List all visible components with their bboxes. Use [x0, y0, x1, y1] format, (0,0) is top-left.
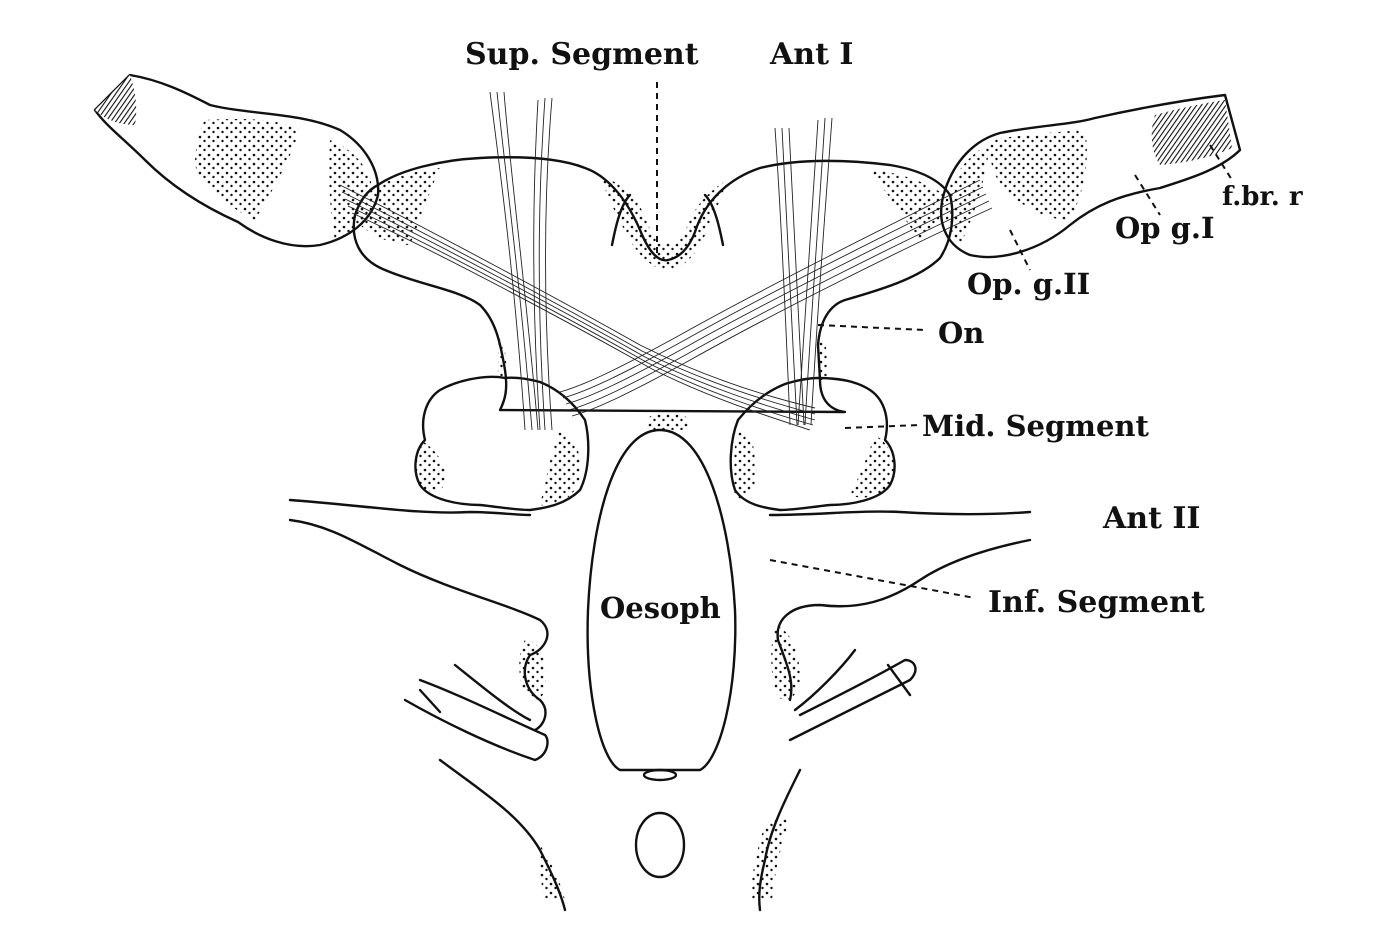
label-op-g-1: Op g.I — [1115, 211, 1215, 245]
leader-lines — [656, 82, 1233, 599]
label-on: On — [938, 316, 984, 350]
sup-segment-ganglion — [352, 156, 954, 414]
oesophagus — [586, 428, 737, 879]
left-optic-stalk — [93, 73, 380, 248]
mid-segment-lobes — [414, 375, 896, 512]
label-sup-segment: Sup. Segment — [465, 37, 699, 72]
label-mid-segment: Mid. Segment — [922, 409, 1149, 443]
label-f-br-r: f.br. r — [1222, 182, 1303, 212]
label-ant-1: Ant I — [769, 37, 853, 72]
inf-segment-outline — [288, 498, 1032, 912]
label-ant-2: Ant II — [1102, 501, 1200, 536]
label-oesoph: Oesoph — [600, 591, 721, 625]
labels: Sup. Segment Ant I f.br. r Op g.I Op. g.… — [465, 37, 1303, 625]
label-op-g-2: Op. g.II — [967, 267, 1090, 301]
label-inf-segment: Inf. Segment — [988, 585, 1205, 620]
optic-nerve-chiasm-fibres — [339, 179, 993, 431]
ant1-nerve-bundles — [489, 91, 833, 431]
